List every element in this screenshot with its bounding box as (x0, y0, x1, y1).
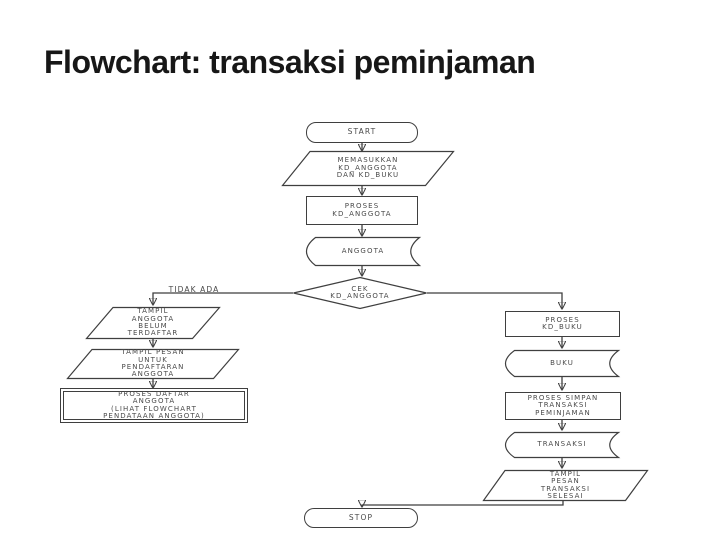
node-transaksi: TRANSAKSI (504, 431, 621, 459)
node-transaksi-label: TRANSAKSI (537, 440, 587, 449)
node-tampil-pesan-pendaftaran-label: TAMPIL PESAN UNTUK PENDAFTARAN ANGGOTA (121, 348, 185, 379)
node-proses-simpan-transaksi-label: PROSES SIMPAN TRANSAKSI PEMINJAMAN (527, 393, 599, 417)
node-start-label: START (347, 127, 377, 137)
node-buku: BUKU (504, 349, 621, 378)
node-input-kode-label: MEMASUKKAN KD_ANGGOTA DAN KD_BUKU (336, 156, 400, 180)
decision-diamond-shape (293, 276, 427, 310)
parallelogram-shape (482, 469, 649, 502)
stored-data-shape (305, 236, 422, 267)
parallelogram-shape (85, 306, 221, 340)
node-proses-daftar-anggota-label: PROSES DAFTAR ANGGOTA (LIHAT FLOWCHART P… (103, 389, 205, 420)
node-buku-label: BUKU (550, 358, 574, 367)
node-proses-kd-buku: PROSES KD_BUKU (505, 311, 620, 337)
node-input-kode: MEMASUKKAN KD_ANGGOTA DAN KD_BUKU (281, 150, 455, 187)
parallelogram-shape (66, 348, 240, 380)
node-tampil-anggota-belum-terdaftar: TAMPIL ANGGOTA BELUM TERDAFTAR (85, 306, 221, 340)
arrow-tampil-selesai-to-stop (362, 501, 564, 506)
node-proses-simpan-transaksi: PROSES SIMPAN TRANSAKSI PEMINJAMAN (505, 392, 621, 420)
node-proses-kd-buku-label: PROSES KD_BUKU (542, 315, 583, 331)
parallelogram-shape (281, 150, 455, 187)
slide-title: Flowchart: transaksi peminjaman (44, 44, 536, 80)
stored-data-shape (504, 349, 621, 378)
node-tampil-anggota-belum-terdaftar-label: TAMPIL ANGGOTA BELUM TERDAFTAR (127, 307, 179, 338)
node-proses-kd-anggota: PROSES KD_ANGGOTA (306, 196, 418, 225)
node-anggota: ANGGOTA (305, 236, 422, 267)
node-stop-label: STOP (348, 512, 374, 522)
node-anggota-label: ANGGOTA (341, 246, 385, 255)
node-proses-kd-anggota-label: PROSES KD_ANGGOTA (332, 202, 392, 218)
node-tampil-pesan-selesai-label: TAMPIL PESAN TRANSAKSI SELESAI (540, 469, 591, 500)
node-tampil-pesan-pendaftaran: TAMPIL PESAN UNTUK PENDAFTARAN ANGGOTA (66, 348, 240, 380)
arrow-cek-tidak-ada-branch (153, 292, 293, 304)
node-proses-daftar-anggota: PROSES DAFTAR ANGGOTA (LIHAT FLOWCHART P… (60, 388, 248, 423)
node-cek-kd-anggota: CEK KD_ANGGOTA (293, 276, 427, 310)
node-stop: STOP (304, 508, 418, 528)
stored-data-shape (504, 431, 621, 459)
arrow-cek-ada-branch (427, 292, 562, 308)
node-cek-kd-anggota-label: CEK KD_ANGGOTA (330, 284, 390, 300)
node-tampil-pesan-selesai: TAMPIL PESAN TRANSAKSI SELESAI (482, 469, 649, 502)
node-start: START (306, 122, 418, 143)
edge-label-tidak-ada: TIDAK ADA (168, 285, 220, 294)
